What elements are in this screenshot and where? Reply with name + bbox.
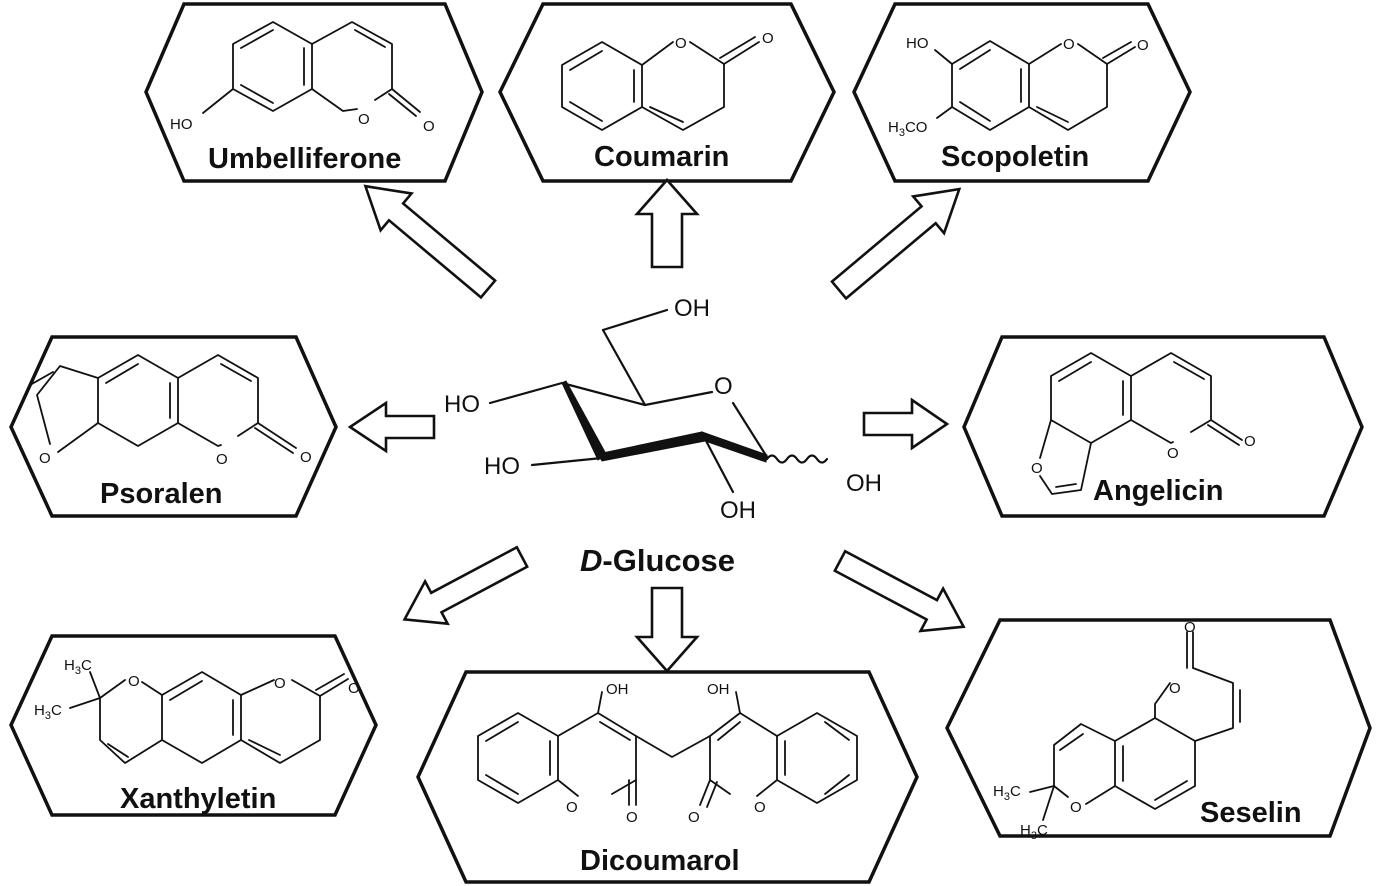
seselin-me1: H3C	[993, 783, 1021, 803]
glucose-ho-left: HO	[444, 391, 480, 418]
seselin-o-ring: O	[1169, 680, 1181, 697]
coumarin-o-ring: O	[675, 35, 687, 52]
glucose-oh-bottom: OH	[720, 497, 756, 524]
seselin-me2: H3C	[1020, 822, 1048, 842]
glucose-ho-lower: HO	[484, 453, 520, 480]
xanthyletin-structure: H3C H3C O O O	[34, 657, 360, 764]
seselin-frame	[945, 618, 1372, 838]
arrow-to-scopoletin	[830, 187, 962, 301]
umbelliferone-ho: HO	[170, 116, 193, 133]
glucose-name: -Glucose	[602, 543, 735, 578]
psoralen-structure: O O O	[29, 354, 312, 468]
dicoumarol-structure: OH OH O O O O	[477, 681, 858, 826]
psoralen-o-ring: O	[216, 451, 228, 468]
dicoumarol-name: Dicoumarol	[580, 845, 740, 877]
psoralen-o-keto: O	[300, 449, 312, 466]
scopoletin-frame	[852, 2, 1192, 183]
angelicin-o-ring: O	[1167, 445, 1179, 462]
angelicin-structure: O O O	[1031, 352, 1256, 495]
glucose-d-prefix: D	[580, 543, 602, 578]
dicoumarol-o2: O	[626, 809, 638, 826]
dicoumarol-oh2: OH	[707, 681, 730, 698]
umbelliferone-name: Umbelliferone	[208, 143, 401, 175]
arrow-to-psoralen	[347, 400, 436, 454]
scopoletin-meo: H3CO	[888, 119, 927, 139]
glucose-oh-right: OH	[846, 470, 882, 497]
seselin-o-keto: O	[1184, 619, 1196, 636]
umbelliferone-frame	[144, 2, 484, 183]
xanthyletin-name: Xanthyletin	[120, 783, 276, 815]
scopoletin-structure: HO H3CO O O	[888, 35, 1149, 139]
scopoletin-o-ring: O	[1063, 36, 1075, 53]
dicoumarol-o1: O	[566, 799, 578, 816]
xanthyletin-o-ring: O	[274, 675, 286, 692]
xanthyletin-me2: H3C	[34, 702, 62, 722]
dicoumarol-frame	[416, 670, 919, 884]
psoralen-name: Psoralen	[100, 478, 223, 510]
xanthyletin-o-pyran: O	[128, 673, 140, 690]
xanthyletin-frame	[9, 634, 378, 817]
xanthyletin-me1: H3C	[64, 657, 92, 677]
angelicin-o-keto: O	[1244, 433, 1256, 450]
seselin-name: Seselin	[1200, 797, 1302, 829]
angelicin-o-furan: O	[1031, 460, 1043, 477]
angelicin-name: Angelicin	[1093, 475, 1224, 507]
scopoletin-name: Scopoletin	[941, 141, 1089, 173]
arrow-to-umbelliferone	[363, 184, 497, 300]
arrow-to-angelicin	[862, 397, 950, 451]
umbelliferone-o-ring: O	[358, 111, 370, 128]
glucose-label: D-Glucose	[580, 543, 735, 578]
umbelliferone-structure: HO O O	[170, 21, 435, 135]
arrow-to-seselin	[833, 549, 966, 633]
xanthyletin-o-keto: O	[348, 680, 360, 697]
seselin-structure: O O O H3C H3C	[993, 619, 1241, 842]
seselin-o-pyran: O	[1070, 799, 1082, 816]
arrow-to-dicoumarol	[634, 586, 700, 673]
umbelliferone-o-keto: O	[423, 118, 435, 135]
arrow-to-xanthyletin	[402, 545, 529, 626]
psoralen-o-furan: O	[39, 450, 51, 467]
glucose-structure: OH O HO HO OH OH	[444, 295, 882, 524]
dicoumarol-oh1: OH	[606, 681, 629, 698]
coumarin-structure: O O	[561, 30, 774, 131]
glucose-ring-o: O	[714, 373, 733, 400]
coumarin-name: Coumarin	[594, 141, 729, 173]
arrow-to-coumarin	[634, 178, 700, 269]
coumarin-o-keto: O	[762, 30, 774, 47]
glucose-oh-top: OH	[674, 295, 710, 322]
scopoletin-o-keto: O	[1137, 37, 1149, 54]
angelicin-frame	[962, 335, 1364, 518]
dicoumarol-o3: O	[688, 809, 700, 826]
scopoletin-ho: HO	[906, 35, 929, 52]
dicoumarol-o4: O	[754, 799, 766, 816]
